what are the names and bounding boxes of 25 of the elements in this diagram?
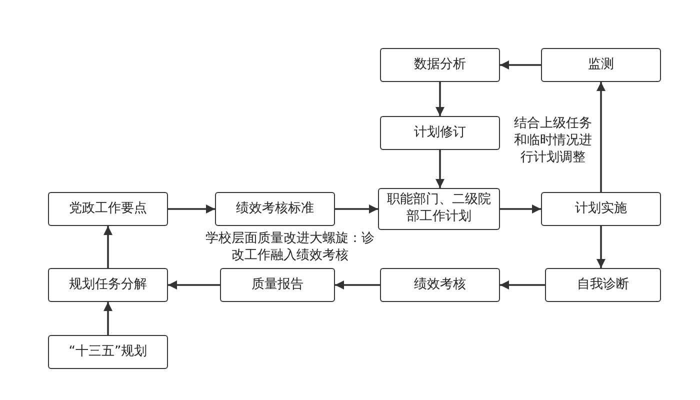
process-box: 规划任务分解	[48, 268, 168, 302]
arrow	[436, 150, 444, 188]
process-box: 自我诊断	[545, 268, 661, 302]
process-box: 数据分析	[380, 48, 500, 82]
process-box: 职能部门、二级院部工作计划	[378, 188, 500, 230]
arrow	[596, 82, 606, 192]
arrow	[436, 82, 444, 116]
arrow	[104, 226, 112, 268]
process-box: “十三五”规划	[48, 335, 168, 369]
arrow	[168, 280, 220, 290]
arrow	[500, 60, 541, 70]
process-box: 计划实施	[541, 192, 661, 226]
process-box: 监测	[541, 48, 661, 82]
arrow	[335, 280, 380, 290]
arrow	[500, 280, 545, 290]
process-box: 绩效考核	[380, 268, 500, 302]
process-box: 绩效考核标准	[215, 192, 335, 226]
process-box: 计划修订	[380, 116, 500, 150]
arrow	[596, 226, 606, 268]
arrow	[335, 204, 378, 214]
process-box: 党政工作要点	[48, 192, 168, 226]
arrow	[104, 302, 112, 335]
arrow	[500, 204, 541, 214]
process-box: 质量报告	[220, 268, 335, 302]
arrow	[168, 204, 215, 214]
